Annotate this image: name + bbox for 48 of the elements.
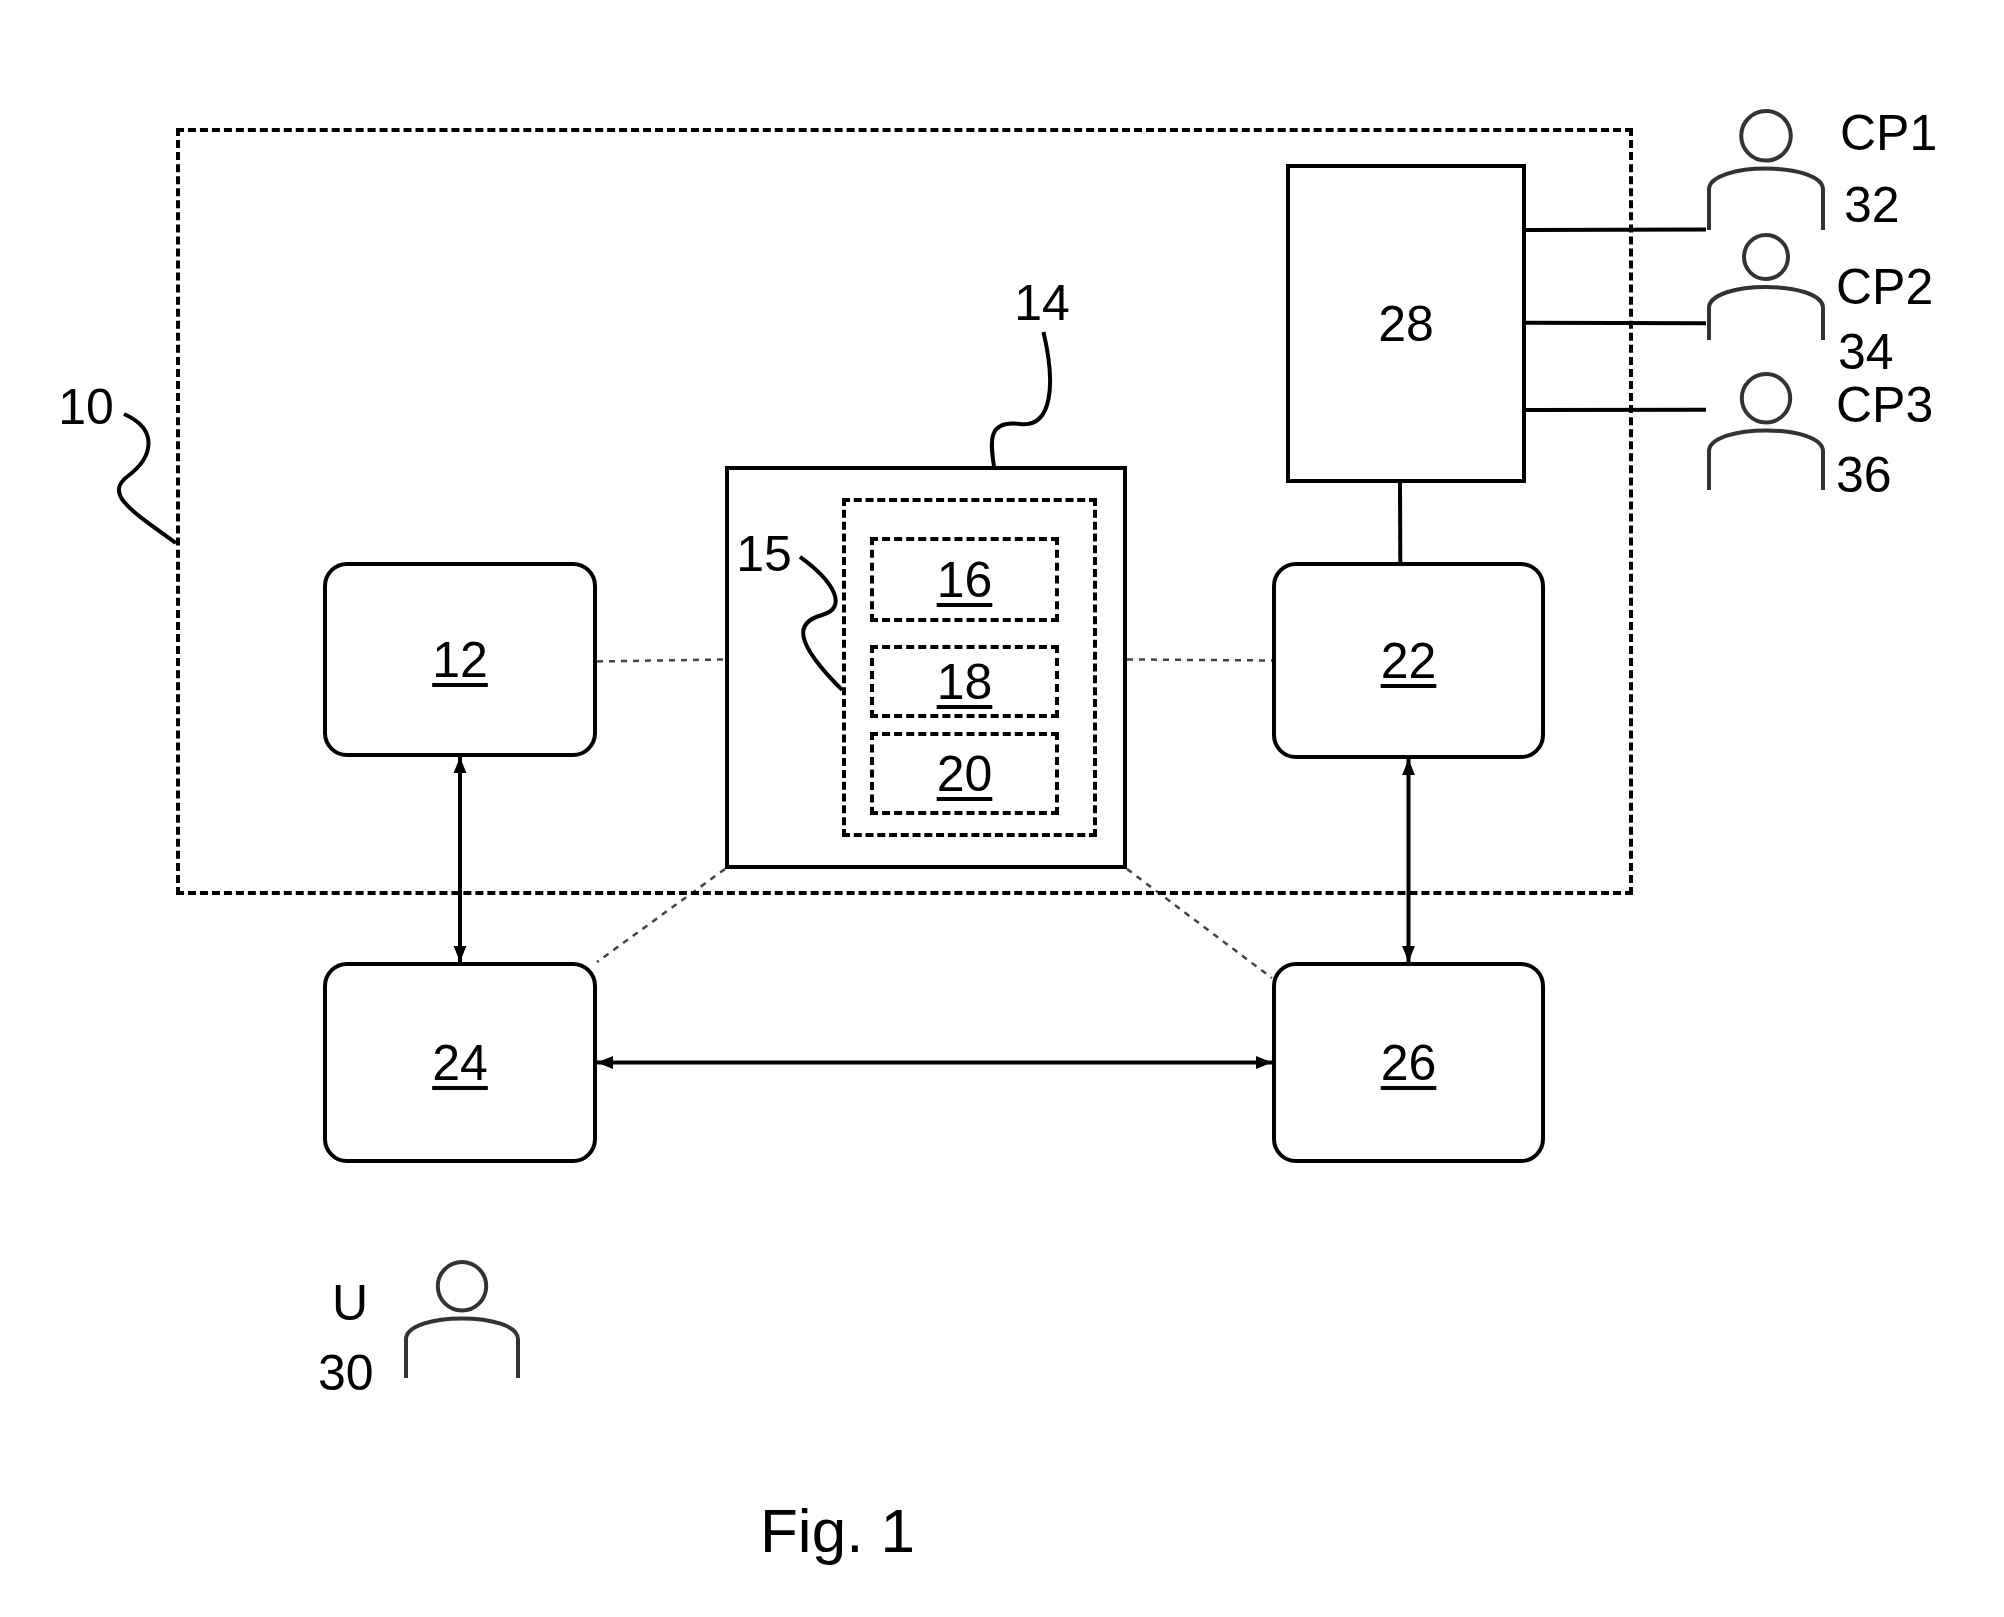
connector-line [596, 868, 726, 963]
person-icon [1706, 108, 1826, 232]
reference-numeral: 20 [936, 748, 993, 799]
rounded-block-box [1272, 562, 1545, 759]
person-label: 34 [1838, 327, 1894, 377]
reference-numeral: 16 [936, 554, 993, 605]
dashed-boundary [842, 498, 1097, 837]
person-icon [403, 1259, 521, 1380]
person-icon [1706, 371, 1826, 492]
person-label: CP1 [1840, 108, 1938, 158]
connector-line [596, 658, 726, 663]
reference-numeral: 24 [432, 1037, 488, 1088]
person-label: CP2 [1836, 262, 1934, 312]
leader-line [798, 555, 844, 692]
dashed-module-box [870, 537, 1059, 622]
person-label: U [332, 1278, 369, 1328]
connector-line [1526, 320, 1706, 326]
person-icon [1706, 232, 1826, 342]
dashed-boundary [176, 128, 1633, 895]
reference-numeral: 18 [936, 656, 993, 707]
person-label: 32 [1844, 180, 1900, 230]
rounded-block-box [323, 562, 597, 757]
rounded-block-box [323, 962, 597, 1163]
dashed-module-box [870, 645, 1059, 718]
double-arrow [597, 1056, 1272, 1069]
block-box [1286, 164, 1526, 483]
reference-numeral: 10 [48, 378, 124, 436]
reference-numeral: 12 [432, 634, 488, 685]
leader-line [989, 331, 1052, 467]
connector-line [1127, 658, 1272, 662]
reference-numeral: 15 [728, 526, 800, 582]
reference-numeral: 22 [1380, 635, 1437, 686]
person-label: CP3 [1836, 380, 1934, 430]
dashed-module-box [870, 732, 1059, 815]
person-label: 30 [318, 1348, 374, 1398]
reference-numeral: 28 [1378, 298, 1434, 349]
rounded-block-box [1272, 962, 1545, 1163]
block-box [725, 466, 1127, 869]
leader-line [116, 412, 178, 545]
reference-numeral: 14 [1006, 274, 1078, 332]
connector-line [1126, 868, 1273, 980]
connector-line [1398, 483, 1403, 562]
reference-numeral: 26 [1380, 1037, 1437, 1088]
double-arrow [1402, 759, 1415, 962]
connector-line [1526, 407, 1706, 412]
connector-line [1526, 227, 1706, 233]
double-arrow [453, 757, 467, 962]
person-label: 36 [1836, 450, 1892, 500]
